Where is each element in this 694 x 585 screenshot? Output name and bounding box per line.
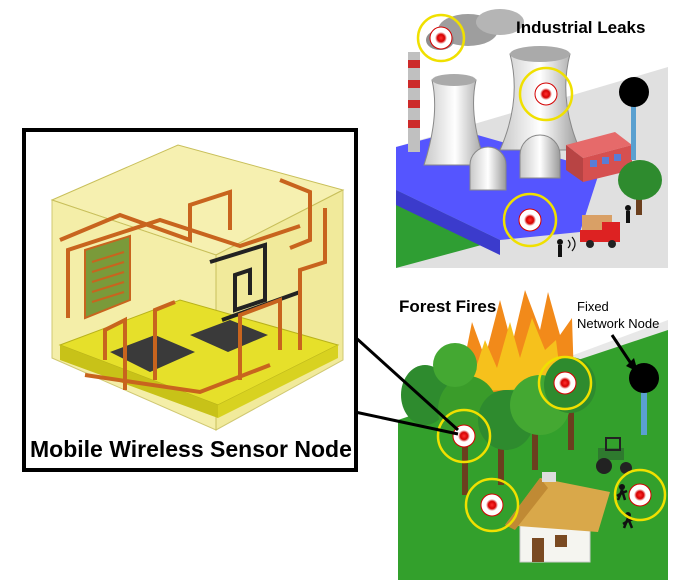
sensor-marker xyxy=(613,468,667,522)
thatched-hut xyxy=(505,472,610,563)
meander-antenna xyxy=(209,242,267,313)
sensor-marker xyxy=(502,192,558,248)
chip xyxy=(110,335,195,372)
fixed-node-arrow xyxy=(610,334,634,366)
industrial-leaks-label: Industrial Leaks xyxy=(516,18,646,37)
sensor-marker xyxy=(537,355,593,411)
callout-lines xyxy=(353,335,460,436)
sensor-marker xyxy=(416,13,466,63)
truck xyxy=(580,215,620,248)
sensor-marker xyxy=(436,408,492,464)
mobile-node-caption: Mobile Wireless Sensor Node xyxy=(30,436,352,462)
fixed-network-node-label: Fixed Network Node xyxy=(577,298,659,332)
sensor-markers xyxy=(416,13,667,533)
chimney xyxy=(408,52,420,152)
fixed-network-node-industrial xyxy=(619,77,649,107)
mobile-node-callout xyxy=(22,128,358,472)
sensor-cube xyxy=(50,144,345,431)
sensor-marker xyxy=(464,477,520,533)
fixed-node-label-line1: Fixed xyxy=(577,299,609,314)
sensor-marker xyxy=(518,66,574,122)
tractor xyxy=(596,437,632,474)
forest-fires-label: Forest Fires xyxy=(399,297,497,316)
copper-traces xyxy=(59,178,327,395)
fixed-node-label-line2: Network Node xyxy=(577,316,660,331)
chip xyxy=(190,320,268,352)
